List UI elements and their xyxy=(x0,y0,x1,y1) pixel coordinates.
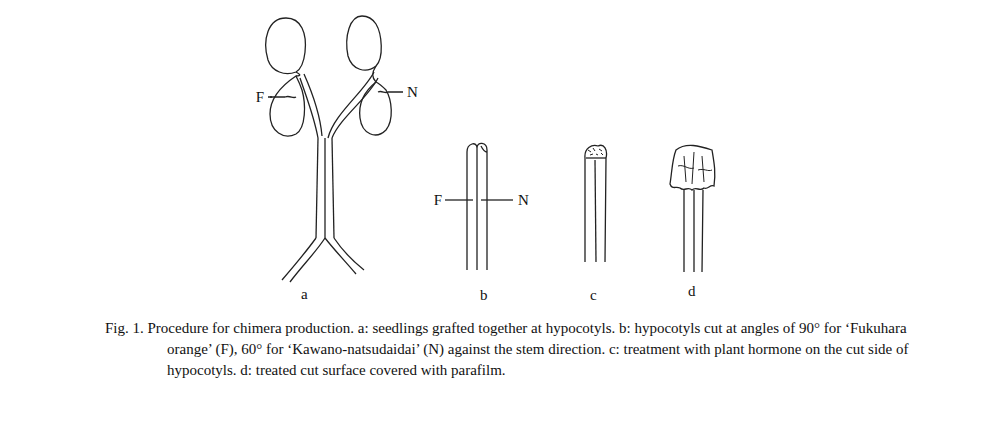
label-n: N xyxy=(407,85,418,100)
label-n: N xyxy=(518,193,529,208)
seedling-a xyxy=(266,16,403,282)
grafted-hypocotyls-b xyxy=(445,143,513,270)
panel-letter: c xyxy=(590,288,597,303)
hormone-treated-c xyxy=(585,145,607,262)
figure-caption: Fig. 1. Procedure for chimera production… xyxy=(105,318,925,381)
label-f: F xyxy=(434,193,442,208)
panel-letter: a xyxy=(301,287,308,302)
label-f: F xyxy=(256,90,264,105)
panel-letter: d xyxy=(688,284,696,299)
panel-letter: b xyxy=(480,288,488,303)
parafilm-covered-d xyxy=(670,145,715,272)
